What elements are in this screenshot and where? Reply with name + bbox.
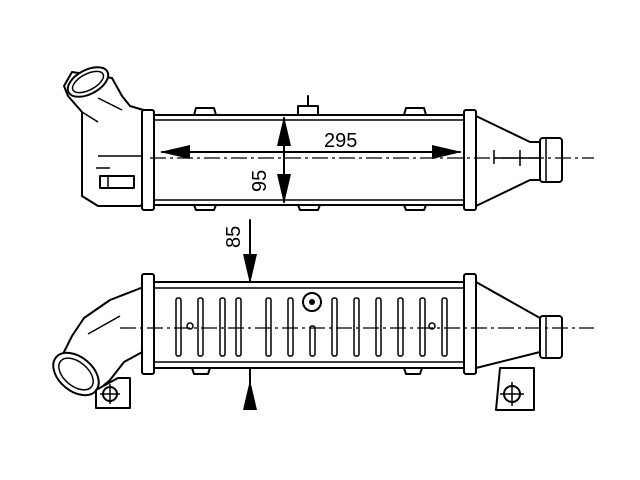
bottom-inlet-pipe xyxy=(52,285,147,409)
dimension-length-label: 295 xyxy=(324,130,357,152)
bottom-left-end-plate xyxy=(141,273,155,375)
dimension-length xyxy=(160,145,462,159)
bottom-right-end-plate xyxy=(463,273,477,375)
top-left-end-plate xyxy=(141,109,155,211)
top-outlet-cone xyxy=(475,115,563,207)
top-sensor-boss xyxy=(297,105,319,116)
dimension-depth-label: 85 xyxy=(223,226,245,248)
top-core xyxy=(153,114,465,206)
top-right-end-plate xyxy=(463,109,477,211)
top-inlet-pipe xyxy=(63,66,151,207)
dimension-height-label: 95 xyxy=(249,170,271,192)
top-view: 295 95 xyxy=(63,66,594,211)
bottom-view xyxy=(52,273,594,411)
top-tab-1 xyxy=(193,107,217,116)
dimension-height xyxy=(277,116,291,204)
core-fin-slots xyxy=(175,297,448,357)
bottom-outlet-cone xyxy=(475,281,563,411)
top-tab-2 xyxy=(403,107,427,116)
